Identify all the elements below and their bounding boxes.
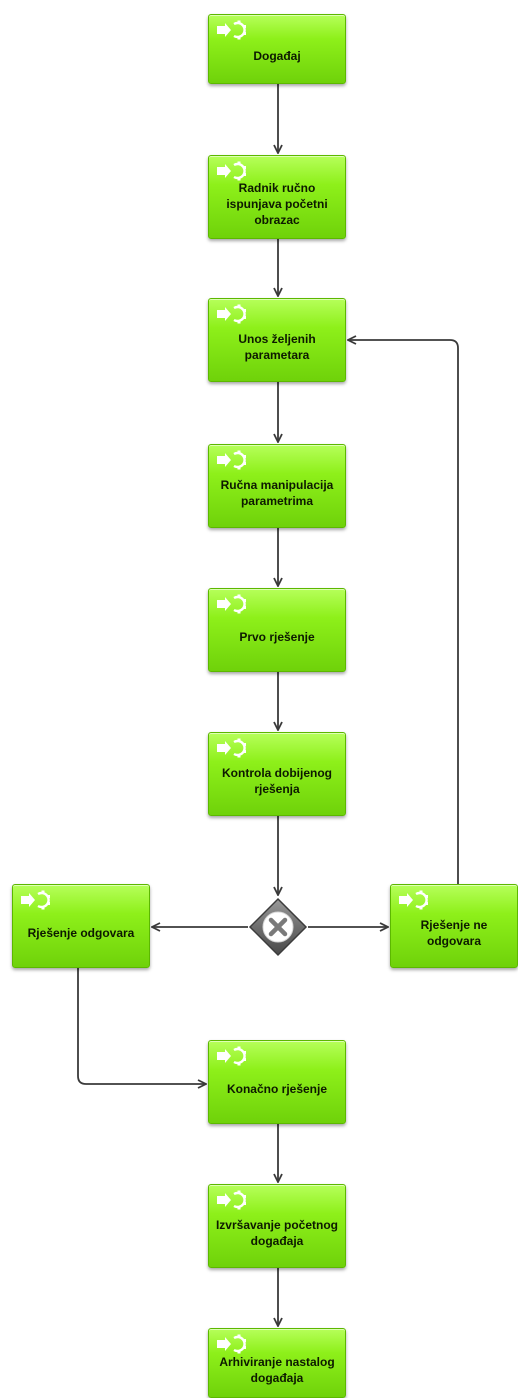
- task-label: Rješenje ne odgovara: [420, 918, 488, 948]
- task-dogadjaj[interactable]: Događaj: [208, 14, 346, 84]
- connector-lines: [77, 84, 459, 1361]
- gear-arrow-icon: [217, 594, 246, 614]
- task-label: Rješenje odgovara: [27, 926, 135, 940]
- task-radnik-rucno-ispunjava[interactable]: Radnik ručno ispunjava početni obrazac: [208, 155, 346, 239]
- gear-arrow-icon: [217, 1046, 246, 1066]
- gear-arrow-icon: [217, 161, 246, 181]
- gear-arrow-icon: [217, 20, 246, 40]
- task-unos-parametara[interactable]: Unos željenih parametara: [208, 298, 346, 382]
- task-label: Kontrola dobijenog rješenja: [222, 766, 332, 796]
- task-label: Prvo rješenje: [239, 630, 315, 644]
- connector-odgovara-konacno: [77, 968, 206, 1084]
- task-kontrola-rjesenja[interactable]: Kontrola dobijenog rješenja: [208, 732, 346, 816]
- task-label: Konačno rješenje: [226, 1082, 328, 1096]
- task-label: Radnik ručno ispunjava početni obrazac: [226, 181, 328, 227]
- task-rjesenje-odgovara[interactable]: Rješenje odgovara: [12, 884, 150, 968]
- gear-arrow-icon: [21, 890, 50, 910]
- process-diagram: Događaj Radnik ručno ispunjava početni o…: [12, 14, 518, 1398]
- connector-loop-back-to-unos: [348, 340, 459, 884]
- task-label: Unos željenih parametara: [238, 332, 316, 362]
- exclusive-gateway-x-icon[interactable]: [248, 897, 308, 957]
- task-rjesenje-ne-odgovara[interactable]: Rješenje ne odgovara: [390, 884, 518, 968]
- task-izvrsavanje-dogadjaja[interactable]: Izvršavanje početnog događaja: [208, 1184, 346, 1268]
- task-konacno-rjesenje[interactable]: Konačno rješenje: [208, 1040, 346, 1124]
- gear-arrow-icon: [217, 304, 246, 324]
- gear-arrow-icon: [217, 450, 246, 470]
- gear-arrow-icon: [399, 890, 428, 910]
- task-label: Događaj: [253, 49, 301, 63]
- task-label: Ručna manipulacija parametrima: [220, 478, 334, 508]
- gear-arrow-icon: [217, 738, 246, 758]
- task-prvo-rjesenje[interactable]: Prvo rješenje: [208, 588, 346, 672]
- gear-arrow-icon: [217, 1190, 246, 1210]
- task-arhiviranje-dogadjaja[interactable]: Arhiviranje nastalog događaja: [208, 1328, 346, 1398]
- task-label: Izvršavanje početnog događaja: [215, 1218, 339, 1248]
- task-rucna-manipulacija[interactable]: Ručna manipulacija parametrima: [208, 444, 346, 528]
- gear-arrow-icon: [217, 1334, 246, 1354]
